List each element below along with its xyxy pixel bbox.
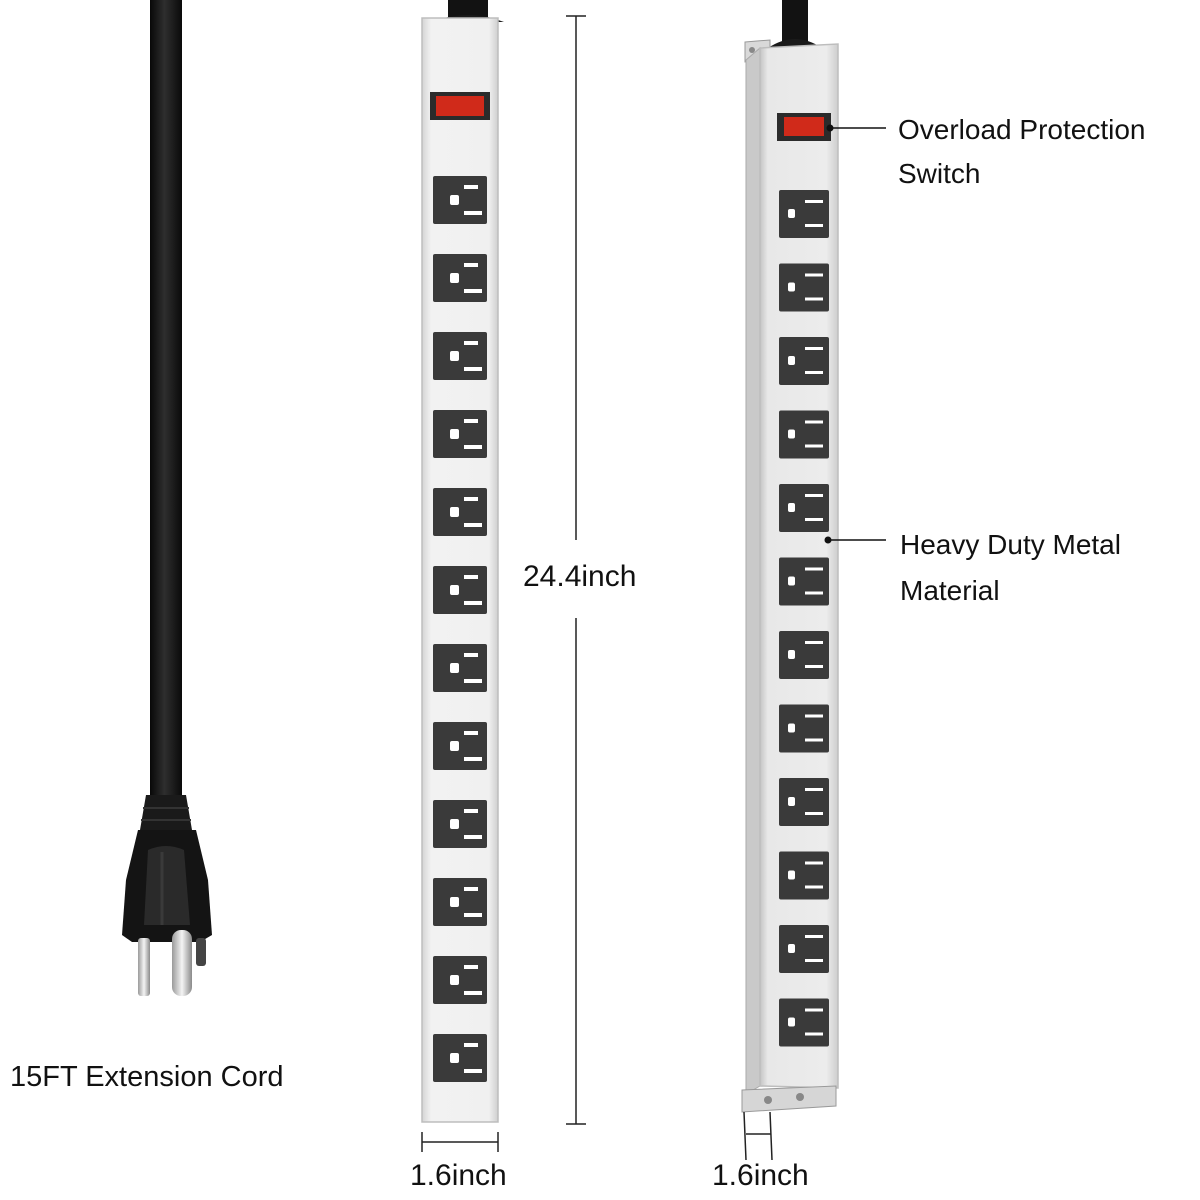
switch-callout	[826, 124, 886, 132]
outlet-icon	[433, 332, 487, 380]
overload-switch-label-line1: Overload Protection	[898, 114, 1146, 145]
length-dimension-label: 24.4inch	[523, 560, 637, 593]
outlet-side-icon	[779, 925, 829, 973]
outlet-icon	[433, 878, 487, 926]
width-side-label: 1.6inch	[712, 1159, 809, 1192]
outlet-side-icon	[779, 998, 829, 1047]
outlet-side-icon	[779, 484, 829, 532]
width-front-label: 1.6inch	[410, 1159, 507, 1192]
metal-material-label-line1: Heavy Duty Metal	[900, 529, 1121, 560]
outlet-side-icon	[779, 631, 829, 679]
outlet-icon	[433, 1034, 487, 1082]
outlet-icon	[433, 254, 487, 302]
metal-callout	[824, 536, 886, 544]
outlet-side-icon	[779, 263, 829, 312]
outlet-side-icon	[779, 190, 829, 238]
outlet-side-icon	[779, 557, 829, 606]
power-strip-front	[421, 0, 504, 1123]
power-strip-side	[741, 0, 839, 1113]
outlet-column-front	[433, 176, 487, 1082]
outlet-side-icon	[779, 851, 829, 900]
outlet-icon	[433, 488, 487, 536]
outlet-column-side	[779, 190, 829, 1047]
overload-switch-label: Overload Protection Switch	[898, 108, 1145, 196]
outlet-icon	[433, 956, 487, 1004]
outlet-icon	[433, 566, 487, 614]
outlet-side-icon	[779, 410, 829, 459]
power-switch-icon	[436, 96, 484, 116]
extension-cord-label: 15FT Extension Cord	[10, 1061, 284, 1093]
metal-material-label-line2: Material	[900, 575, 1000, 606]
extension-cord	[122, 0, 212, 996]
width-dimension-side	[743, 1111, 773, 1161]
outlet-side-icon	[779, 704, 829, 753]
outlet-icon	[433, 800, 487, 848]
outlet-icon	[433, 722, 487, 770]
outlet-side-icon	[779, 337, 829, 385]
length-dimension	[566, 15, 586, 1125]
metal-material-label: Heavy Duty Metal Material	[900, 522, 1121, 614]
power-switch-side-icon	[784, 117, 824, 136]
width-dimension-front	[421, 1132, 499, 1152]
outlet-icon	[433, 176, 487, 224]
overload-switch-label-line2: Switch	[898, 158, 981, 189]
outlet-icon	[433, 644, 487, 692]
outlet-side-icon	[779, 778, 829, 826]
outlet-icon	[433, 410, 487, 458]
